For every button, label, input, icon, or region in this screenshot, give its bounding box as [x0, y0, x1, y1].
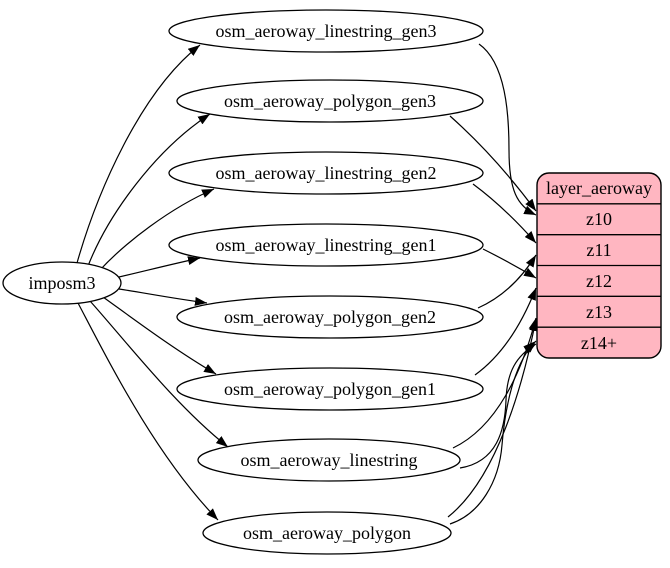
- table-label: osm_aeroway_polygon_gen2: [224, 307, 436, 327]
- layer-row-z10: z10: [586, 209, 612, 229]
- imposm3-label: imposm3: [28, 273, 95, 293]
- table-ellipse: [176, 79, 484, 123]
- layer-row-z13: z13: [586, 302, 612, 322]
- edge-linestring-gen2-to-z11: [472, 183, 537, 244]
- layer-aeroway-title: layer_aeroway: [546, 178, 652, 198]
- table-label: osm_aeroway_polygon_gen3: [224, 91, 436, 111]
- table-label: osm_aeroway_linestring_gen1: [216, 235, 437, 255]
- layer-row-z11: z11: [586, 240, 611, 260]
- edge-linestring-to-z14plus: [459, 343, 537, 469]
- node-osm-aeroway-linestring: osm_aeroway_linestring: [197, 438, 461, 482]
- table-ellipse: [168, 9, 484, 53]
- node-osm-aeroway-polygon-gen2: osm_aeroway_polygon_gen2: [176, 295, 484, 339]
- node-osm-aeroway-linestring-gen2: osm_aeroway_linestring_gen2: [168, 151, 484, 195]
- node-osm-aeroway-polygon-gen3: osm_aeroway_polygon_gen3: [176, 79, 484, 123]
- edge-group: [76, 43, 539, 525]
- table-label: osm_aeroway_polygon: [243, 523, 411, 543]
- edge-imposm3-to-linestring-gen3: [76, 44, 201, 264]
- table-label: osm_aeroway_polygon_gen1: [224, 379, 436, 399]
- table-ellipse: [176, 295, 484, 339]
- table-ellipse: [176, 367, 484, 411]
- table-ellipse: [168, 151, 484, 195]
- table-ellipse: [197, 438, 461, 482]
- edge-polygon-gen2-to-z11: [477, 254, 537, 309]
- edge-imposm3-to-polygon: [77, 302, 219, 521]
- edge-linestring-gen3-to-z10: [478, 43, 537, 216]
- edge-imposm3-to-linestring-gen2: [99, 188, 215, 271]
- edge-polygon-to-z14plus: [449, 340, 537, 525]
- edge-imposm3-to-linestring: [89, 300, 229, 448]
- edge-polygon-to-z13: [447, 318, 539, 518]
- table-label: osm_aeroway_linestring_gen2: [216, 163, 437, 183]
- layer-row-z12: z12: [586, 271, 612, 291]
- node-osm-aeroway-polygon: osm_aeroway_polygon: [202, 511, 452, 555]
- table-ellipse: [202, 511, 452, 555]
- table-label: osm_aeroway_linestring: [241, 450, 418, 470]
- edge-linestring-gen1-to-z12: [482, 248, 537, 279]
- table-ellipse: [168, 223, 484, 267]
- edge-imposm3-to-linestring-gen1: [118, 256, 201, 278]
- edge-imposm3-to-polygon-gen3: [87, 113, 211, 267]
- layer-row-z14plus: z14+: [581, 333, 617, 353]
- imposm3-ellipse: [2, 261, 122, 305]
- node-osm-aeroway-linestring-gen3: osm_aeroway_linestring_gen3: [168, 9, 484, 53]
- edge-imposm3-to-polygon-gen1: [102, 296, 217, 375]
- edge-polygon-gen3-to-z10: [449, 115, 537, 212]
- node-layer-aeroway: layer_aeroway z10 z11 z12 z13 z14+: [536, 172, 662, 359]
- edge-imposm3-to-polygon-gen2: [118, 288, 208, 306]
- node-imposm3: imposm3: [2, 261, 122, 305]
- node-osm-aeroway-linestring-gen1: osm_aeroway_linestring_gen1: [168, 223, 484, 267]
- edge-polygon-gen1-to-z12: [474, 287, 537, 376]
- table-label: osm_aeroway_linestring_gen3: [216, 21, 437, 41]
- node-osm-aeroway-polygon-gen1: osm_aeroway_polygon_gen1: [176, 367, 484, 411]
